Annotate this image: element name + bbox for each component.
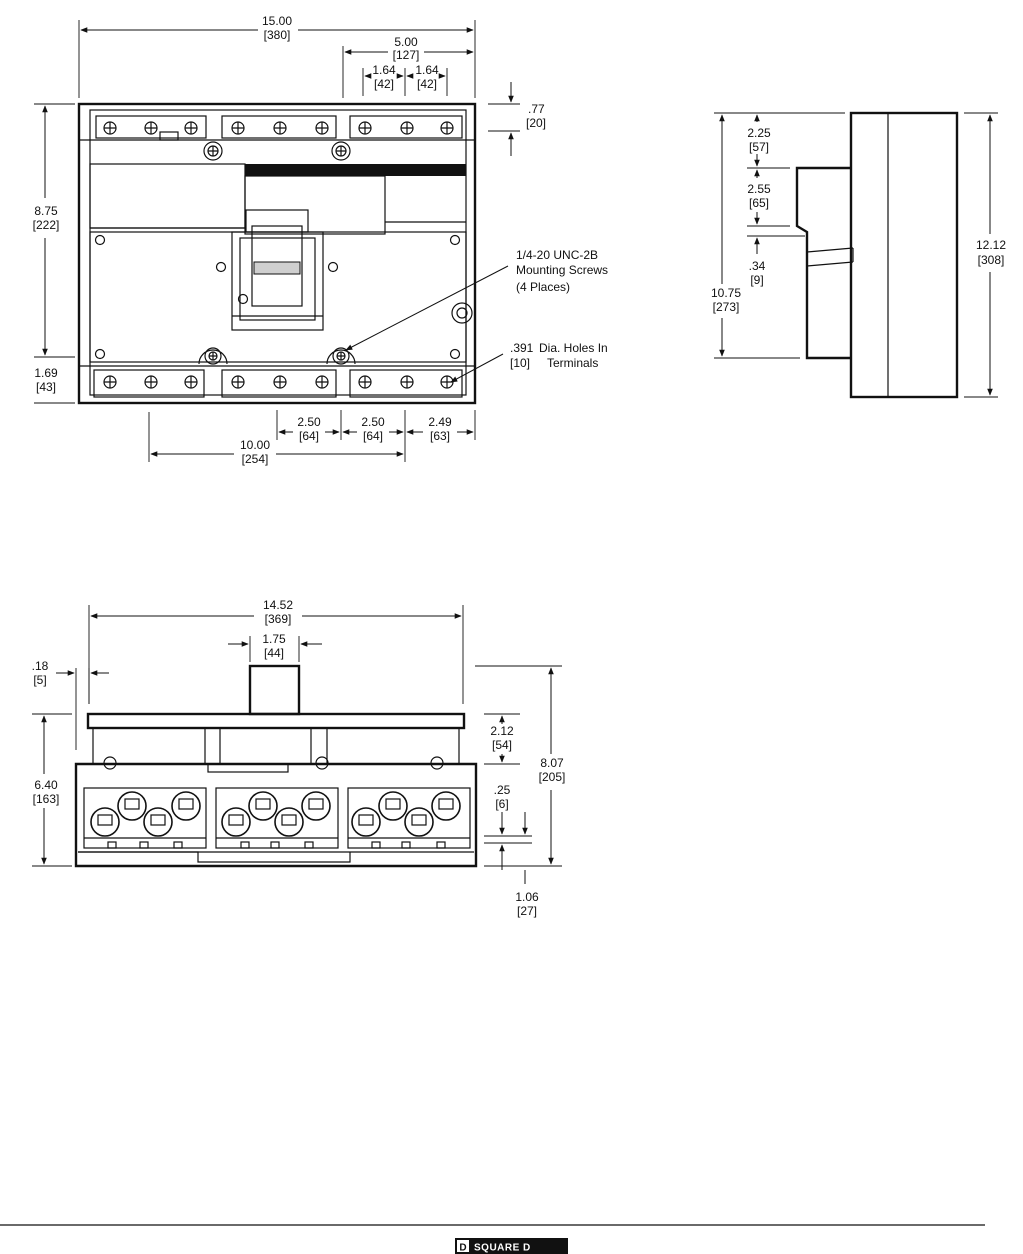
dim-offset-in: .18	[32, 659, 49, 673]
dim-mount-span-in: 10.00	[240, 438, 270, 452]
dim-end-width-in: 14.52	[263, 598, 293, 612]
dim-end-height-mm: [163]	[33, 792, 60, 806]
top-mounting-screws	[203, 141, 351, 161]
dim-handle-mm: [9]	[750, 273, 763, 287]
side-dimensions: 2.25 [57] 2.55 [65] .34 [9] 10.75 [273] …	[711, 112, 1006, 398]
dim-lug-mm: [6]	[495, 797, 508, 811]
dim-mount-span-mm: [254]	[242, 452, 269, 466]
dim-spacing-b-in: 2.50	[361, 415, 385, 429]
end-handle	[248, 664, 301, 716]
dim-base-in: 1.06	[515, 890, 539, 904]
end-view: 14.52 [369] 1.75 [44] .18 [5] 6.40 [163]	[32, 598, 566, 918]
side-cover-profile	[795, 166, 851, 360]
dim-spacing-c-mm: [63]	[430, 429, 450, 443]
dim-end-width-mm: [369]	[265, 612, 292, 626]
dim-overall-width-in: 15.00	[262, 14, 292, 28]
dim-side-total-left-mm: [273]	[713, 300, 740, 314]
dim-pole-pitch-2-mm: [42]	[417, 77, 437, 91]
trip-unit-panel	[244, 175, 386, 235]
dim-top-right-in: 5.00	[394, 35, 418, 49]
side-view: 2.25 [57] 2.55 [65] .34 [9] 10.75 [273] …	[711, 111, 1006, 399]
dim-handle-width-mm: [44]	[264, 646, 284, 660]
end-upper-body	[92, 727, 460, 773]
callout-holes-line1: Dia. Holes In	[539, 341, 608, 355]
trip-unit-label-bar	[245, 164, 466, 176]
end-top-rail	[86, 712, 466, 730]
dim-spacing-a-mm: [64]	[299, 429, 319, 443]
dim-spacing-b-mm: [64]	[363, 429, 383, 443]
dim-overall-width-mm: [380]	[264, 28, 291, 42]
dim-top-offset-in: .77	[528, 102, 545, 116]
dim-side-mid-mm: [65]	[749, 196, 769, 210]
lug-terminals	[90, 791, 461, 837]
front-view: 15.00 [380] 5.00 [127] 1.64 [42] 1.64 [4…	[33, 14, 608, 466]
cover-corner-holes	[94, 234, 461, 360]
dim-top-offset-mm: [20]	[526, 116, 546, 130]
end-lug-tabs	[107, 841, 446, 849]
dim-end-overall-height-in: 8.07	[540, 756, 564, 770]
upper-cover-panel	[89, 163, 246, 229]
dim-bottom-offset-mm: [43]	[36, 380, 56, 394]
front-body-inner	[89, 109, 467, 396]
callout-holes-line2: Terminals	[547, 356, 598, 370]
dim-lug-in: .25	[494, 783, 511, 797]
dim-pole-pitch-1-mm: [42]	[374, 77, 394, 91]
callout-screws-line1: 1/4-20 UNC-2B	[516, 248, 598, 262]
dim-top-right-mm: [127]	[393, 48, 420, 62]
dim-height-mm: [222]	[33, 218, 60, 232]
dim-side-top-in: 2.25	[747, 126, 771, 140]
front-dimensions: 15.00 [380] 5.00 [127] 1.64 [42] 1.64 [4…	[33, 14, 546, 466]
dim-side-top-mm: [57]	[749, 140, 769, 154]
dim-end-overall-height-mm: [205]	[539, 770, 566, 784]
side-handle	[806, 247, 854, 267]
dim-side-total-right-in: 12.12	[976, 238, 1006, 252]
dim-end-handle-height-in: 2.12	[490, 724, 514, 738]
callout-screws-line3: (4 Places)	[516, 280, 570, 294]
top-terminal-screws	[103, 121, 454, 135]
square-d-logo: D SQUARE D	[455, 1238, 568, 1254]
dim-spacing-c-in: 2.49	[428, 415, 452, 429]
end-rail-holes	[103, 756, 444, 770]
dim-side-total-left-in: 10.75	[711, 286, 741, 300]
dim-height-in: 8.75	[34, 204, 58, 218]
dim-handle-width-in: 1.75	[262, 632, 286, 646]
dim-offset-mm: [5]	[33, 673, 46, 687]
accessory-boss	[451, 302, 473, 324]
dim-base-mm: [27]	[517, 904, 537, 918]
callout-holes-dim-in: .391	[510, 341, 534, 355]
bottom-mounting-screws	[198, 347, 356, 365]
dim-side-total-right-mm: [308]	[978, 253, 1005, 267]
callout-holes-dim-mm: [10]	[510, 356, 530, 370]
end-dimensions: 14.52 [369] 1.75 [44] .18 [5] 6.40 [163]	[32, 598, 566, 918]
side-body	[849, 111, 959, 399]
page-footer: D SQUARE D	[0, 1224, 985, 1254]
lower-cover-panel	[89, 231, 467, 363]
logo-text: SQUARE D	[474, 1243, 531, 1254]
dim-bottom-offset-in: 1.69	[34, 366, 58, 380]
front-callouts: 1/4-20 UNC-2B Mounting Screws (4 Places)…	[345, 248, 608, 383]
logo-mark: D	[459, 1243, 466, 1254]
end-base	[74, 762, 478, 868]
operating-handle	[231, 209, 324, 331]
dim-pole-pitch-2-in: 1.64	[415, 63, 439, 77]
dim-side-mid-in: 2.55	[747, 182, 771, 196]
bottom-terminal-strips	[79, 365, 475, 398]
dim-spacing-a-in: 2.50	[297, 415, 321, 429]
dim-end-handle-height-mm: [54]	[492, 738, 512, 752]
end-lug-pockets	[83, 787, 471, 849]
dim-handle-in: .34	[749, 259, 766, 273]
dim-end-height-in: 6.40	[34, 778, 58, 792]
top-terminal-strips	[79, 115, 475, 141]
dim-pole-pitch-1-in: 1.64	[372, 63, 396, 77]
callout-screws-line2: Mounting Screws	[516, 263, 608, 277]
front-body-outline	[77, 102, 477, 405]
